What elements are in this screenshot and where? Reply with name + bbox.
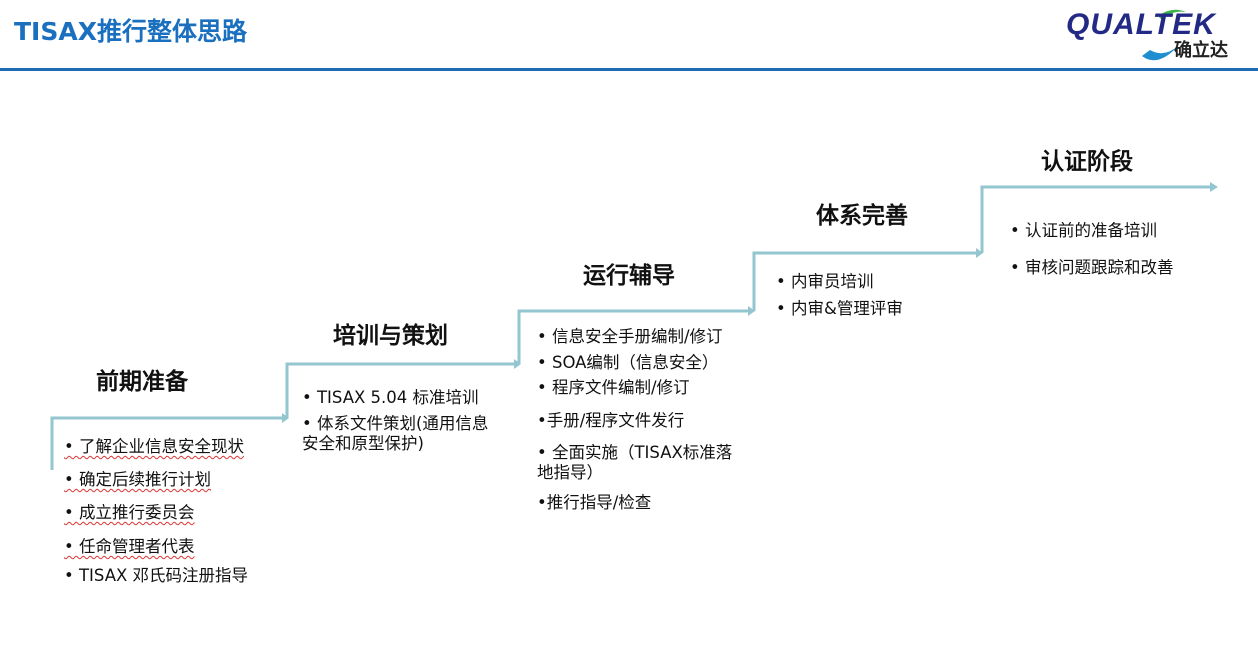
header-divider xyxy=(0,68,1258,71)
stage-title-2: 培训与策划 xyxy=(333,323,448,349)
list-item: • TISAX 邓氏码注册指导 xyxy=(64,566,249,585)
logo-cn: 确立达 xyxy=(1174,40,1228,61)
list-item: •手册/程序文件发行 xyxy=(537,411,685,430)
logo-text: QUALTEK xyxy=(1066,8,1216,41)
list-item: •推行指导/检查 xyxy=(537,493,652,512)
stage-title-4: 体系完善 xyxy=(816,203,908,229)
stage-4-list: • 内审员培训 • 内审&管理评审 xyxy=(776,272,976,319)
list-item: • 成立推行委员会 xyxy=(64,503,195,522)
list-item: • 内审员培训 xyxy=(776,272,874,291)
list-item: • 认证前的准备培训 xyxy=(1010,221,1157,240)
list-item: • 任命管理者代表 xyxy=(64,537,195,556)
list-item: • 内审&管理评审 xyxy=(776,299,903,318)
logo-swoosh-icon xyxy=(1142,9,1186,61)
list-item: • 体系文件策划(通用信息安全和原型保护) xyxy=(302,414,489,453)
stage-title-5: 认证阶段 xyxy=(1041,149,1133,175)
stage-2-list: • TISAX 5.04 标准培训 • 体系文件策划(通用信息安全和原型保护) xyxy=(302,388,502,454)
stage-3-list: • 信息安全手册编制/修订 • SOA编制（信息安全） • 程序文件编制/修订 … xyxy=(537,327,737,513)
list-item: • 全面实施（TISAX标准落地指导） xyxy=(537,443,733,482)
stage-5-list: • 认证前的准备培训 • 审核问题跟踪和改善 xyxy=(1010,221,1240,278)
list-item: • TISAX 5.04 标准培训 xyxy=(302,388,479,407)
list-item: • 程序文件编制/修订 xyxy=(537,378,690,397)
qualtek-logo: QUALTEK 确立达 xyxy=(1062,6,1252,62)
list-item: • 了解企业信息安全现状 xyxy=(64,437,244,456)
list-item: • 确定后续推行计划 xyxy=(64,470,211,489)
list-item: • 审核问题跟踪和改善 xyxy=(1010,258,1174,277)
list-item: • 信息安全手册编制/修订 xyxy=(537,327,723,346)
page-title: TISAX推行整体思路 xyxy=(14,17,247,46)
stage-title-1: 前期准备 xyxy=(96,369,188,395)
stage-1-list: • 了解企业信息安全现状 • 确定后续推行计划 • 成立推行委员会 • 任命管理… xyxy=(64,437,284,586)
stage-title-3: 运行辅导 xyxy=(583,263,675,289)
list-item: • SOA编制（信息安全） xyxy=(537,353,719,372)
